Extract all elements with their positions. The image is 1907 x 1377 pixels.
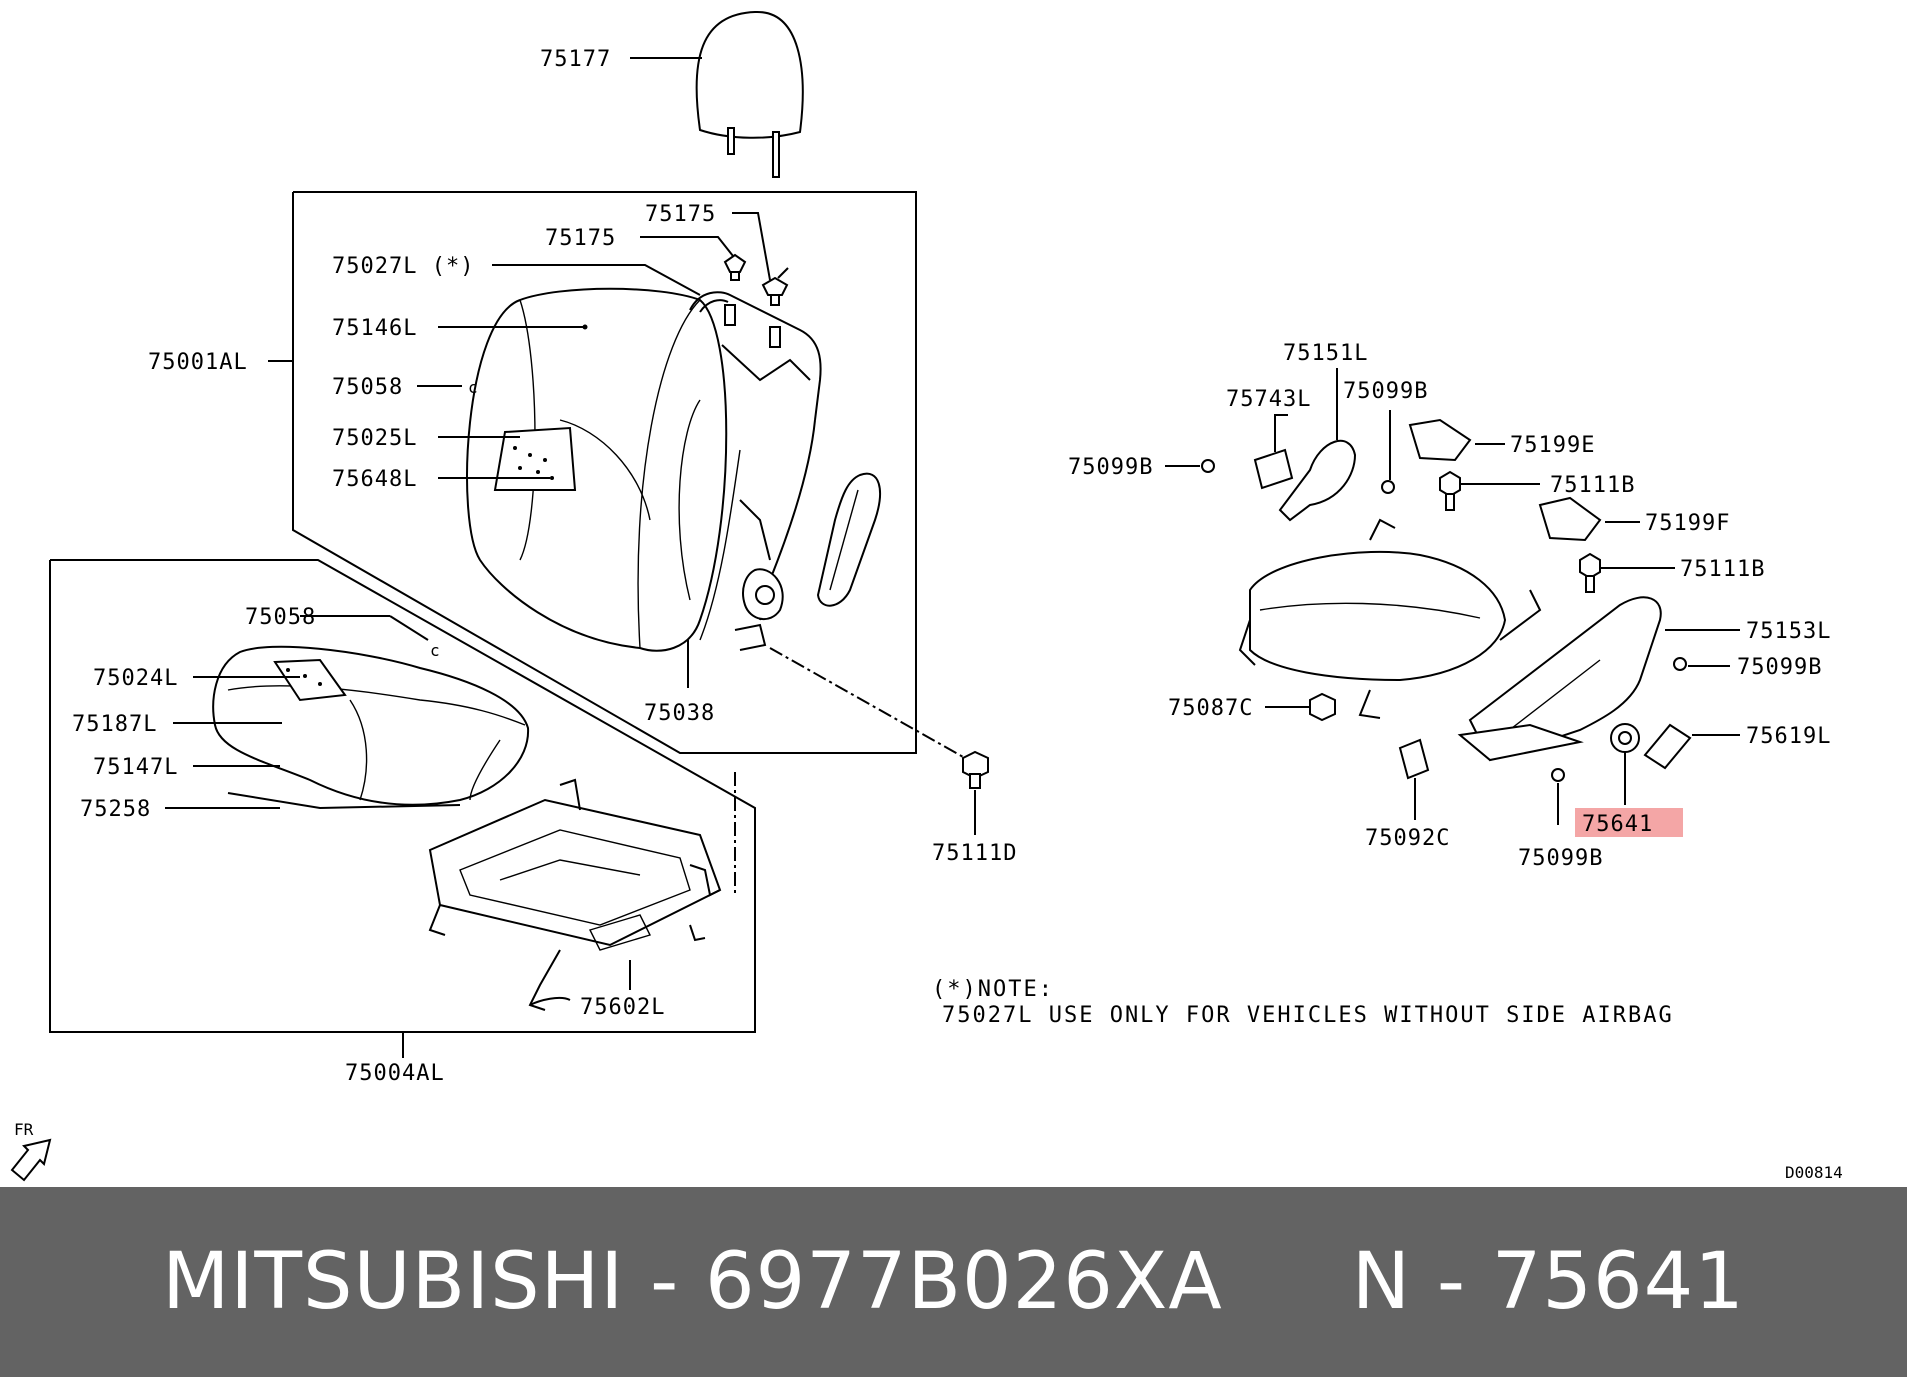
cover-75199E-drawing bbox=[1408, 418, 1472, 462]
label-75147L: 75147L bbox=[93, 755, 178, 780]
bolt-75099B-b bbox=[1381, 480, 1395, 494]
seat-cushion-drawing bbox=[212, 645, 530, 806]
label-75058-a: 75058 bbox=[332, 375, 403, 400]
bolt-75099B-c bbox=[1673, 657, 1687, 671]
label-75111B-a: 75111B bbox=[1550, 473, 1635, 498]
cover-75199F-drawing bbox=[1538, 496, 1602, 542]
label-75151L: 75151L bbox=[1283, 341, 1368, 366]
label-75099B-b: 75099B bbox=[1068, 455, 1153, 480]
label-75001AL: 75001AL bbox=[148, 350, 248, 375]
label-75177: 75177 bbox=[540, 47, 611, 72]
note-text: 75027L USE ONLY FOR VEHICLES WITHOUT SID… bbox=[942, 1003, 1674, 1028]
knob-75641-drawing bbox=[1610, 723, 1640, 753]
label-75199E: 75199E bbox=[1510, 433, 1595, 458]
seat-frame-drawing bbox=[428, 778, 722, 1011]
headrest-drawing bbox=[695, 10, 804, 178]
part-number-text: MITSUBISHI - 6977B026XA N - 75641 bbox=[162, 1237, 1745, 1327]
label-75099B-a: 75099B bbox=[1343, 379, 1428, 404]
lever-75619L-drawing bbox=[1643, 723, 1692, 770]
nut-75087C bbox=[1309, 692, 1336, 722]
label-75641: 75641 bbox=[1582, 812, 1653, 837]
label-75092C: 75092C bbox=[1365, 826, 1450, 851]
bolt-75111B-a bbox=[1439, 470, 1461, 511]
side-panel-drawing bbox=[816, 472, 881, 607]
bolt-75111D-drawing bbox=[962, 750, 989, 789]
label-75038: 75038 bbox=[644, 701, 715, 726]
label-75025L: 75025L bbox=[332, 426, 417, 451]
highlight-75641 bbox=[1575, 808, 1683, 837]
seatback-frame-drawing bbox=[689, 291, 822, 651]
label-75619L: 75619L bbox=[1746, 724, 1831, 749]
clip-75092C bbox=[1398, 738, 1430, 780]
parts-diagram: 75177 75001AL bbox=[10, 10, 1843, 1182]
label-75258: 75258 bbox=[80, 797, 151, 822]
bolt-75111B-b bbox=[1579, 552, 1601, 593]
front-marker-label: FR bbox=[14, 1120, 34, 1139]
clip-75175-a bbox=[723, 253, 747, 281]
clip-75175-b bbox=[761, 267, 789, 306]
label-75024L: 75024L bbox=[93, 666, 178, 691]
diagram-code: D00814 bbox=[1785, 1163, 1843, 1182]
label-75111D: 75111D bbox=[932, 841, 1017, 866]
label-75004AL: 75004AL bbox=[345, 1061, 445, 1086]
stalk-75151L-drawing bbox=[1278, 439, 1357, 522]
note-heading: (*)NOTE: bbox=[932, 977, 1054, 1002]
seat-side-assembly-drawing bbox=[1238, 518, 1542, 719]
label-75027L: 75027L (*) bbox=[332, 254, 474, 279]
label-75087C: 75087C bbox=[1168, 696, 1253, 721]
buckle-75743L-drawing bbox=[1253, 448, 1294, 490]
part-number-banner: MITSUBISHI - 6977B026XA N - 75641 bbox=[0, 1187, 1907, 1377]
seatback-group-box bbox=[292, 191, 917, 754]
label-75199F: 75199F bbox=[1645, 511, 1730, 536]
label-75602L: 75602L bbox=[580, 995, 665, 1020]
pad-75025L-drawing bbox=[493, 426, 577, 491]
front-arrow-icon bbox=[10, 1138, 52, 1182]
bolt-75099B-a bbox=[1201, 459, 1215, 473]
label-75058-b: 75058 bbox=[245, 605, 316, 630]
clip-75058-b-glyph: c bbox=[430, 641, 440, 660]
label-75743L: 75743L bbox=[1226, 387, 1311, 412]
label-75175-b: 75175 bbox=[645, 202, 716, 227]
label-75648L: 75648L bbox=[332, 467, 417, 492]
label-75153L: 75153L bbox=[1746, 619, 1831, 644]
clip-75058-a-glyph: c bbox=[468, 378, 478, 397]
pad-75024L-drawing bbox=[273, 658, 347, 702]
label-75187L: 75187L bbox=[72, 712, 157, 737]
pad-75024L-dots bbox=[286, 668, 322, 686]
label-75146L: 75146L bbox=[332, 316, 417, 341]
cushion-group-box bbox=[49, 559, 756, 1033]
label-75099B-d: 75099B bbox=[1518, 846, 1603, 871]
seatback-cushion-drawing bbox=[466, 287, 741, 652]
side-cover-75153L-drawing bbox=[1468, 596, 1662, 762]
label-75099B-c: 75099B bbox=[1737, 655, 1822, 680]
pad-dots bbox=[513, 446, 554, 480]
bolt-75099B-d bbox=[1551, 768, 1565, 782]
label-75111B-b: 75111B bbox=[1680, 557, 1765, 582]
label-75175-a: 75175 bbox=[545, 226, 616, 251]
